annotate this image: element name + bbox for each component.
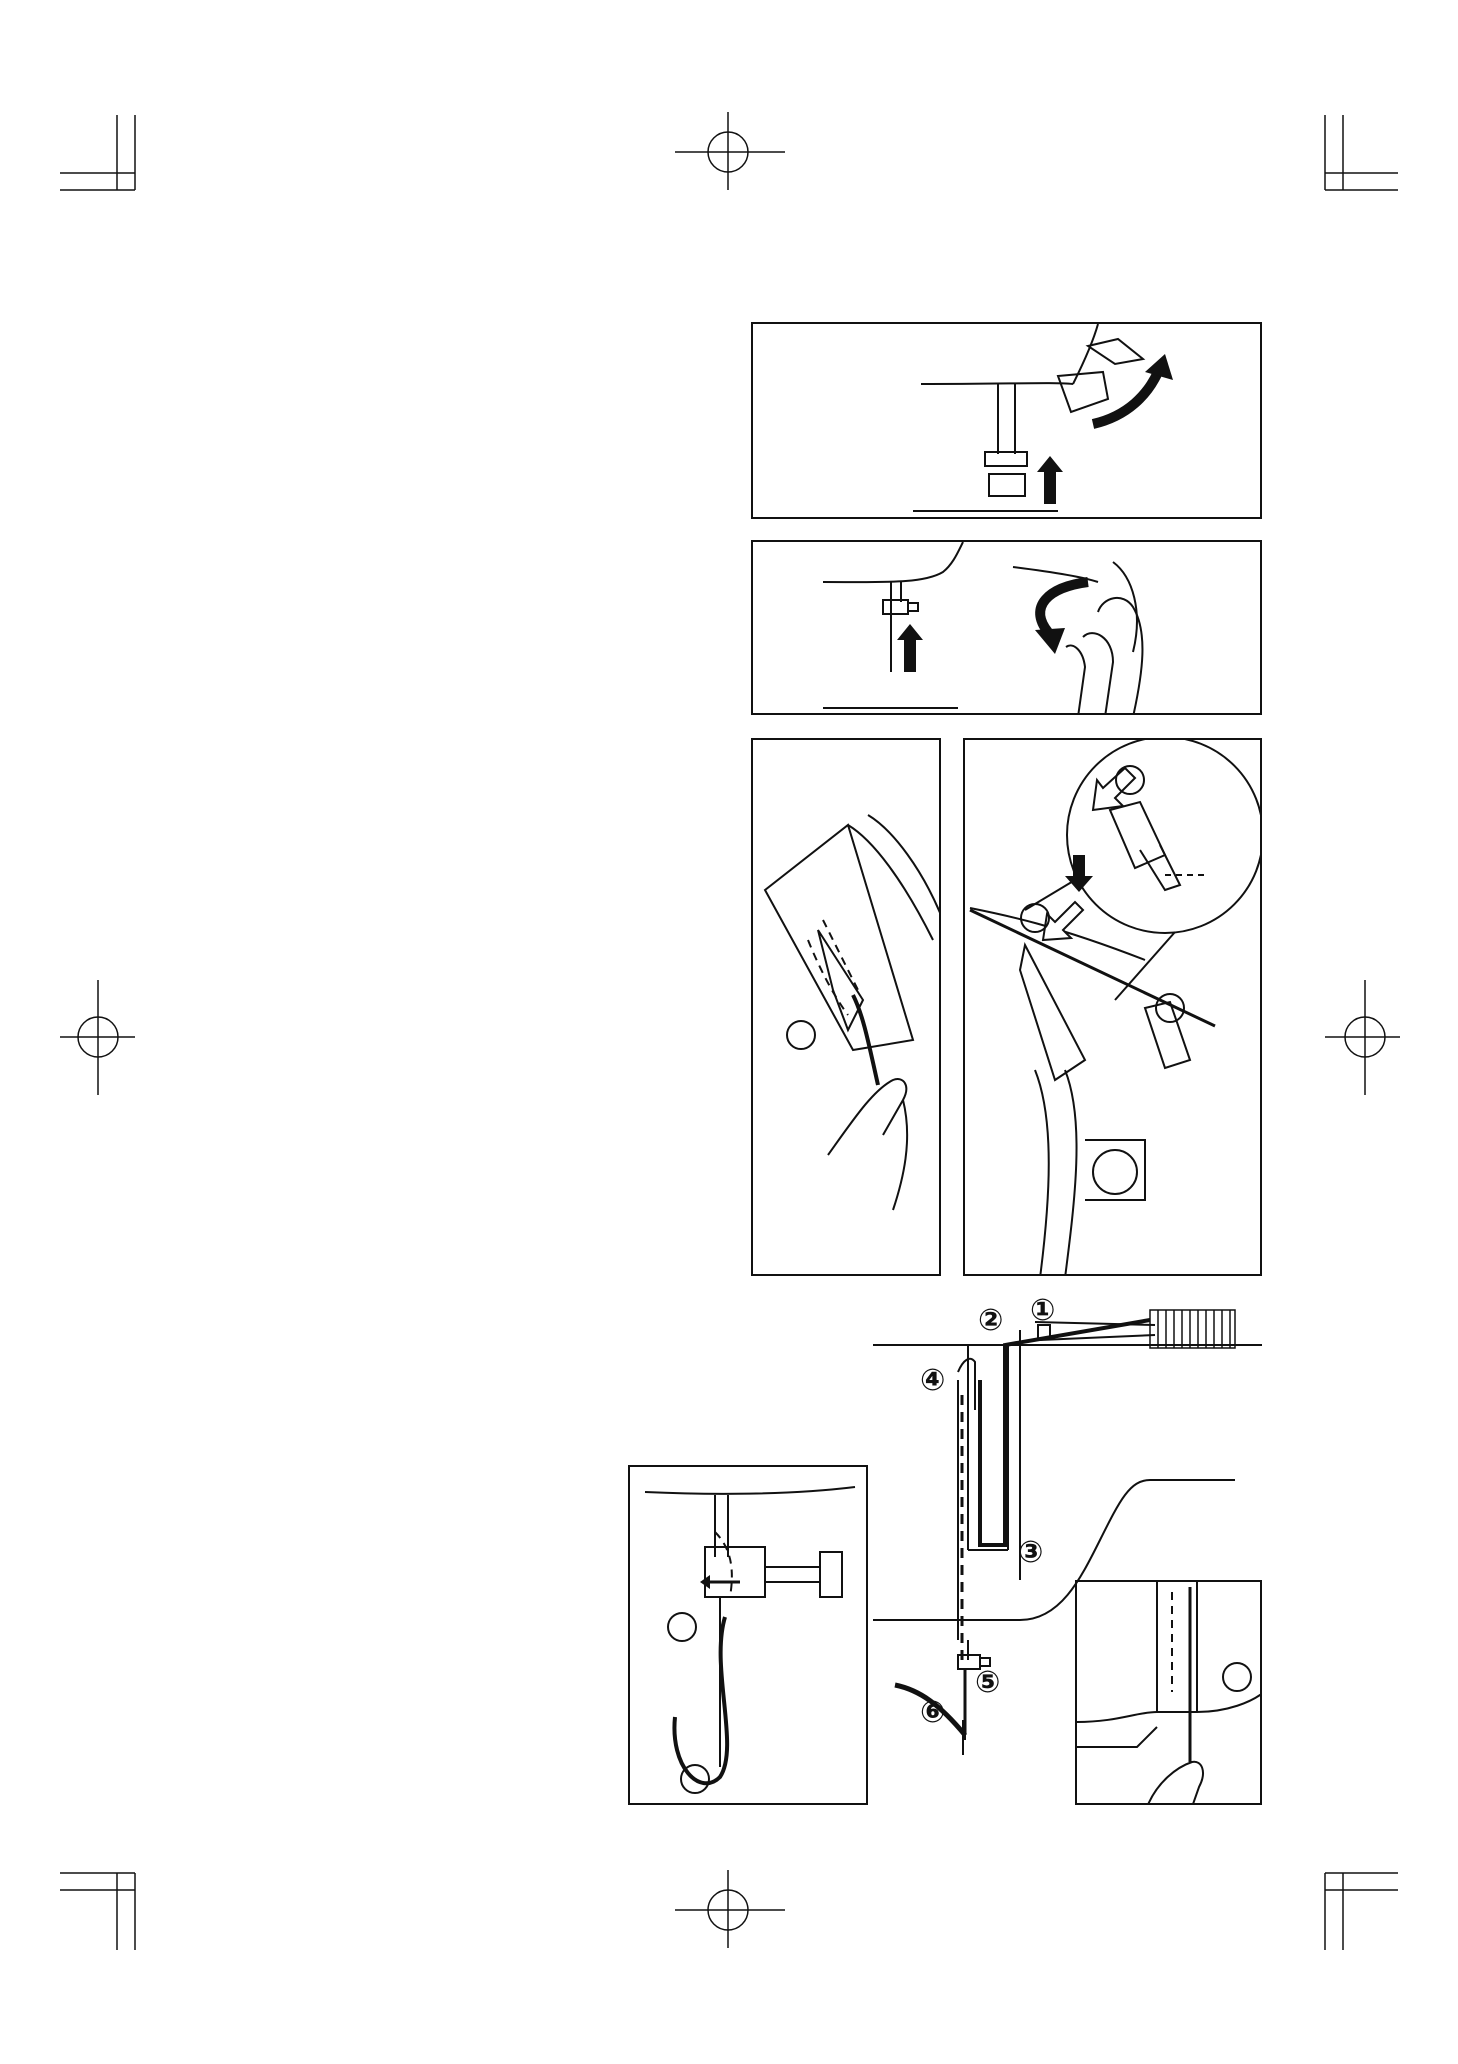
step-label-3: ③ (1018, 1535, 1043, 1570)
step-label-6: ⑥ (920, 1695, 945, 1730)
step-label-5: ⑤ (975, 1665, 1000, 1700)
step-label-1: ① (1030, 1293, 1055, 1328)
step-label-4: ④ (920, 1363, 945, 1398)
spool-icon (1150, 1310, 1235, 1348)
step-label-2: ② (978, 1303, 1003, 1338)
